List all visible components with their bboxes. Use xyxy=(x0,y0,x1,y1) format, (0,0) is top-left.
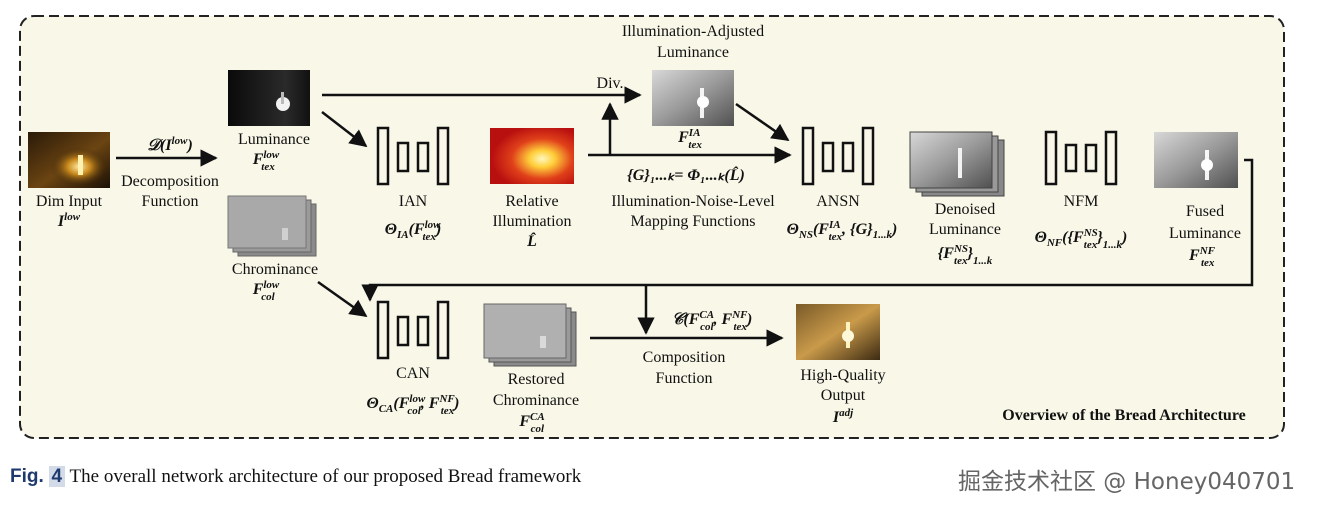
arrow-ial-to-ansn xyxy=(735,102,790,142)
fused-label-2: Luminance xyxy=(1169,225,1241,242)
decomposition-label-2: Function xyxy=(142,193,199,210)
arrow-chrominance-to-can xyxy=(317,280,368,318)
relative-illumination-label-1: Relative xyxy=(505,193,558,210)
relative-illumination-label-2: Illumination xyxy=(492,213,571,230)
hq-output-symbol: Iadj xyxy=(832,407,854,426)
ian-label: IAN xyxy=(399,193,428,210)
ansn-label: ANSN xyxy=(816,193,860,210)
mapping-label-1: Illumination-Noise-Level xyxy=(611,193,775,210)
denoised-label-1: Denoised xyxy=(935,201,995,218)
caption-fig-label: Fig. xyxy=(10,466,44,487)
figure-caption: Fig. 4 The overall network architecture … xyxy=(10,466,581,488)
watermark: 掘金技术社区 @ Honey040701 xyxy=(958,469,1296,495)
can-label: CAN xyxy=(396,365,430,382)
hq-output-label-2: Output xyxy=(821,387,866,404)
high-quality-output-image xyxy=(796,304,880,360)
fused-label-1: Fused xyxy=(1186,203,1224,220)
restored-label-1: Restored xyxy=(508,371,565,388)
hq-output-label-1: High-Quality xyxy=(800,367,885,384)
nfm-network-icon xyxy=(1044,130,1118,186)
dim-input-image xyxy=(28,132,110,188)
fused-luminance-image xyxy=(1154,132,1238,188)
chrominance-image-stack xyxy=(227,195,317,257)
composition-label-1: Composition xyxy=(643,349,726,366)
nfm-label: NFM xyxy=(1064,193,1099,210)
can-network-icon xyxy=(376,300,450,360)
mapping-equation: {G}₁...ₖ= Φ₁...ₖ(L̂) xyxy=(627,165,745,184)
ial-label-2: Luminance xyxy=(657,44,729,61)
arrow-luminance-to-ian xyxy=(321,111,368,148)
ial-label-1: Illumination-Adjusted xyxy=(622,23,764,40)
ansn-network-icon xyxy=(801,126,875,186)
caption-text: The overall network architecture of our … xyxy=(69,466,582,487)
dim-input-symbol: Ilow xyxy=(57,211,81,230)
mapping-label-2: Mapping Functions xyxy=(631,213,756,230)
arrow-fused-feedback xyxy=(361,158,1254,302)
restored-chrominance-image-stack xyxy=(483,303,577,367)
relative-illumination-image xyxy=(490,128,574,184)
relative-illumination-symbol: L̂ xyxy=(526,231,537,250)
luminance-image xyxy=(228,70,310,126)
denoised-label-2: Luminance xyxy=(929,221,1001,238)
decomposition-label-1: Decomposition xyxy=(121,173,219,190)
chrominance-label: Chrominance xyxy=(232,261,318,278)
denoised-luminance-image-stack xyxy=(909,131,1005,197)
illumination-adjusted-luminance-image xyxy=(652,70,734,126)
luminance-label: Luminance xyxy=(238,131,310,148)
ian-network-icon xyxy=(376,126,450,186)
decomposition-symbol: 𝒟(Ilow) xyxy=(147,135,193,154)
restored-label-2: Chrominance xyxy=(493,392,579,409)
div-label: Div. xyxy=(597,75,624,92)
overview-title: Overview of the Bread Architecture xyxy=(1002,407,1246,424)
composition-label-2: Function xyxy=(656,370,713,387)
dim-input-label: Dim Input xyxy=(36,193,103,210)
caption-fig-number: 4 xyxy=(48,466,66,487)
